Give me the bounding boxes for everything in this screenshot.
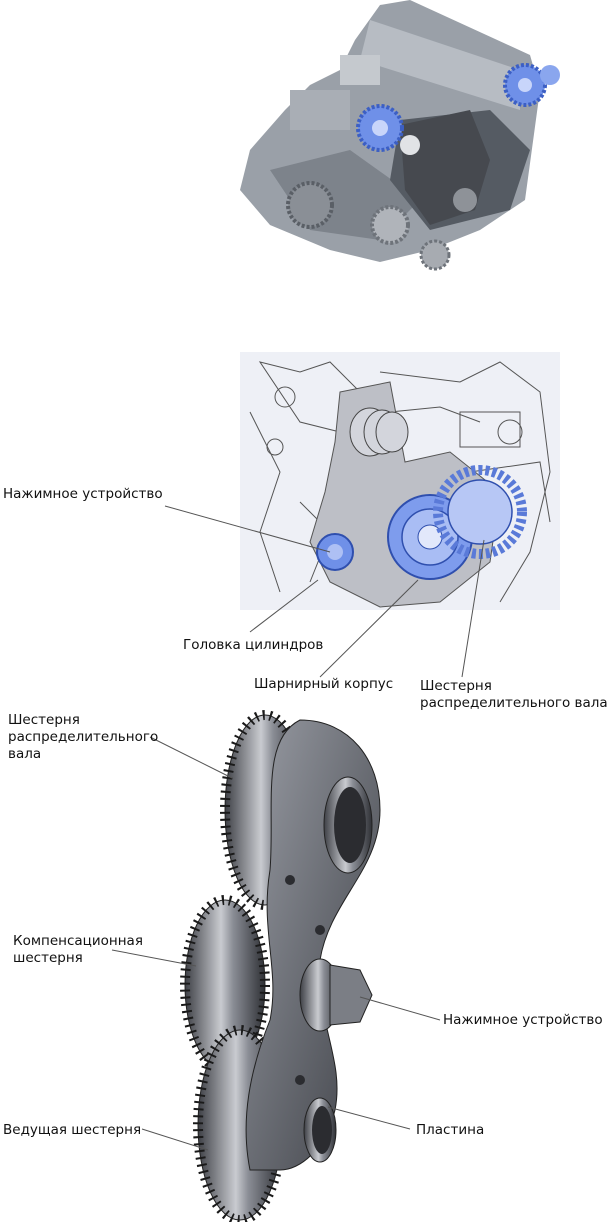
label-fig3-camshaft-gear-line3: вала xyxy=(8,746,42,762)
label-fig2-cylinder-head: Головка цилиндров xyxy=(183,637,324,653)
label-fig2-camshaft-gear-line1: Шестерня xyxy=(420,678,492,694)
label-fig2-tensioner: Нажимное устройство xyxy=(3,486,163,502)
cylinder-head-sketch xyxy=(240,352,560,610)
label-fig3-compensation-gear-line1: Компенсационная xyxy=(13,933,143,949)
label-fig3-camshaft-gear-line2: распределительного xyxy=(8,729,159,745)
label-fig3-camshaft-gear: Шестерня распределительного вала xyxy=(8,712,158,763)
label-fig3-compensation-gear: Компенсационная шестерня xyxy=(13,933,143,967)
gear-assembly-illustration xyxy=(150,700,410,1222)
label-fig3-camshaft-gear-line1: Шестерня xyxy=(8,712,80,728)
label-fig3-plate: Пластина xyxy=(416,1122,485,1138)
label-fig2-camshaft-gear-line2: распределительного вала xyxy=(420,695,608,711)
engine-illustration xyxy=(230,0,560,275)
label-fig2-camshaft-gear: Шестерня распределительного вала xyxy=(420,678,608,712)
label-fig3-drive-gear: Ведущая шестерня xyxy=(3,1122,142,1138)
label-fig3-tensioner: Нажимное устройство xyxy=(443,1012,603,1028)
label-fig3-compensation-gear-line2: шестерня xyxy=(13,950,83,966)
label-fig2-hinged-housing: Шарнирный корпус xyxy=(254,676,394,692)
